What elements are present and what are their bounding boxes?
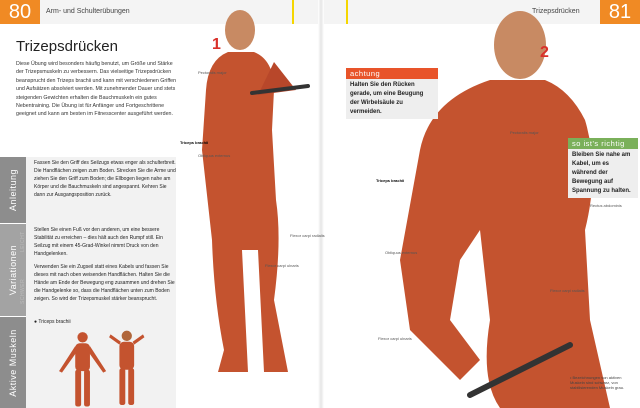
label-flexor-carpi-ulnaris-2: Flexor carpi ulnaris [378,336,412,341]
anatomy-thumbnails [59,330,145,407]
label-pectoralis-major: Pectoralis major [198,70,227,75]
right-header [324,0,640,24]
richtig-text: Bleiben Sie nahe am Kabel, um es während… [568,149,638,198]
figure-2-illustration [400,11,610,408]
label-pectoralis-major-2: Pectoralis major [510,130,539,135]
label-obliquus-externus: Obliquus externus [198,153,231,158]
figure-number-1: 1 [212,36,221,53]
label-flexor-carpi-radialis: Flexor carpi radialis [290,233,325,238]
figure-1-illustration [202,10,310,372]
label-triceps-brachii-2: Triceps brachii [376,178,405,183]
label-flexor-carpi-radialis-2: Flexor carpi radialis [550,288,585,293]
richtig-heading: so ist's richtig [568,138,638,149]
achtung-box: achtung Halten Sie den Rücken gerade, um… [346,68,438,119]
gutter [318,0,324,408]
label-rectus-abdominis: Rectus abdominis [590,203,622,208]
page-number-right: 81 [600,0,640,24]
label-triceps-brachii: Triceps brachii [180,140,209,145]
richtig-box: so ist's richtig Bleiben Sie nahe am Kab… [568,138,638,198]
label-flexor-carpi-ulnaris: Flexor carpi ulnaris [265,263,299,268]
tab-anleitung: Anleitung [0,157,26,223]
figure-number-2: 2 [540,44,549,61]
left-header [0,0,318,24]
intro-text: Diese Übung wird besonders häufig benutz… [16,61,177,118]
schwer-text: Verwenden Sie ein Zugseil statt eines Ka… [34,264,175,302]
active-muscle-legend: ● Triceps brachii [34,319,71,325]
divider [292,0,294,24]
divider [346,0,348,24]
page-number-left: 80 [0,0,40,24]
leicht-text: Stellen Sie einen Fuß vor den anderen, u… [34,227,163,257]
running-title: Trizepsdrücken [532,8,580,15]
achtung-text: Halten Sie den Rücken gerade, um eine Be… [346,79,438,119]
schwer-label: SCHWER [20,278,26,304]
footnote: • Bezeichnungen von aktiven Muskeln sind… [570,375,625,390]
label-obliquus-externus-2: Obliquus externus [385,250,418,255]
page-title: Trizepsdrücken [16,38,118,55]
tab-variationen: Variationen [0,224,26,316]
leicht-label: LEICHT [20,231,26,252]
anleitung-text: Fassen Sie den Griff des Seilzugs etwas … [34,160,176,198]
achtung-heading: achtung [346,68,438,79]
section-title: Arm- und Schulterübungen [46,8,130,15]
tab-aktive-muskeln: Aktive Muskeln [0,317,26,408]
